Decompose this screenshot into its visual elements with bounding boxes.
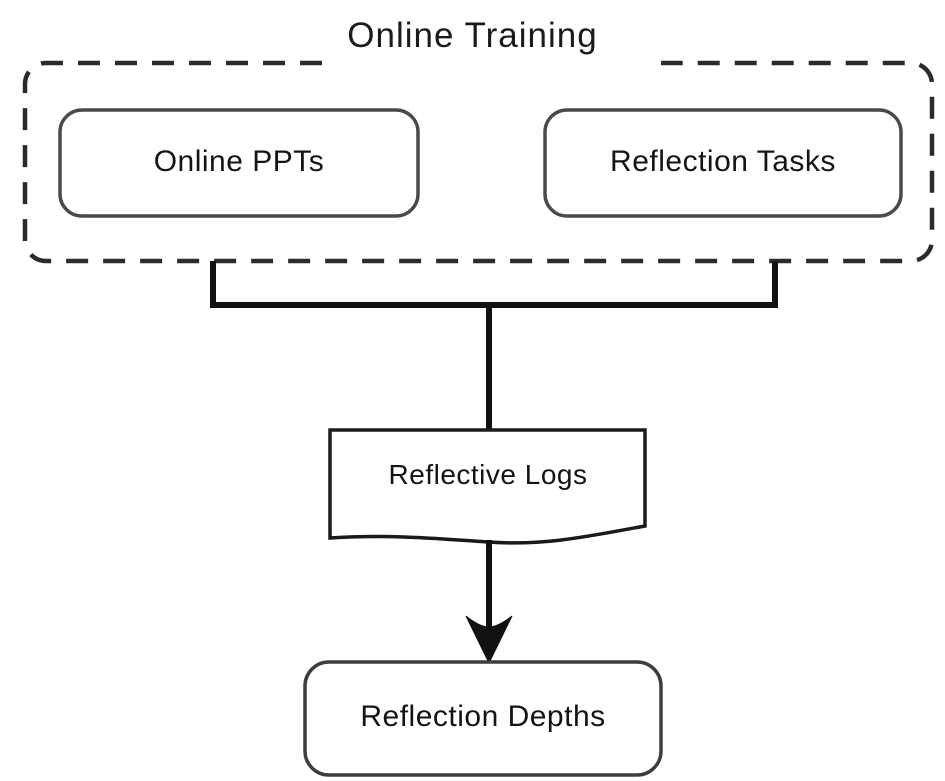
online-ppts-box	[58, 108, 420, 218]
reflection-tasks-box	[543, 108, 903, 218]
connector-group-to-logs	[210, 261, 778, 432]
node-reflective-logs[interactable]	[330, 430, 646, 544]
reflection-depths-box	[303, 660, 663, 777]
connector-logs-to-depths	[465, 540, 513, 665]
group-title: Online Training	[347, 16, 598, 55]
reflection-depths-label: Reflection Depths	[360, 700, 606, 733]
reflection-tasks-label: Reflection Tasks	[610, 145, 836, 178]
node-reflection-tasks[interactable]	[545, 110, 901, 216]
arrowhead-icon	[465, 615, 513, 665]
node-reflection-depths[interactable]	[305, 662, 661, 775]
node-online-ppts[interactable]	[60, 110, 418, 216]
online-ppts-label: Online PPTs	[153, 145, 325, 178]
reflective-logs-label: Reflective Logs	[388, 459, 588, 490]
online-training-group-border	[22, 60, 935, 264]
